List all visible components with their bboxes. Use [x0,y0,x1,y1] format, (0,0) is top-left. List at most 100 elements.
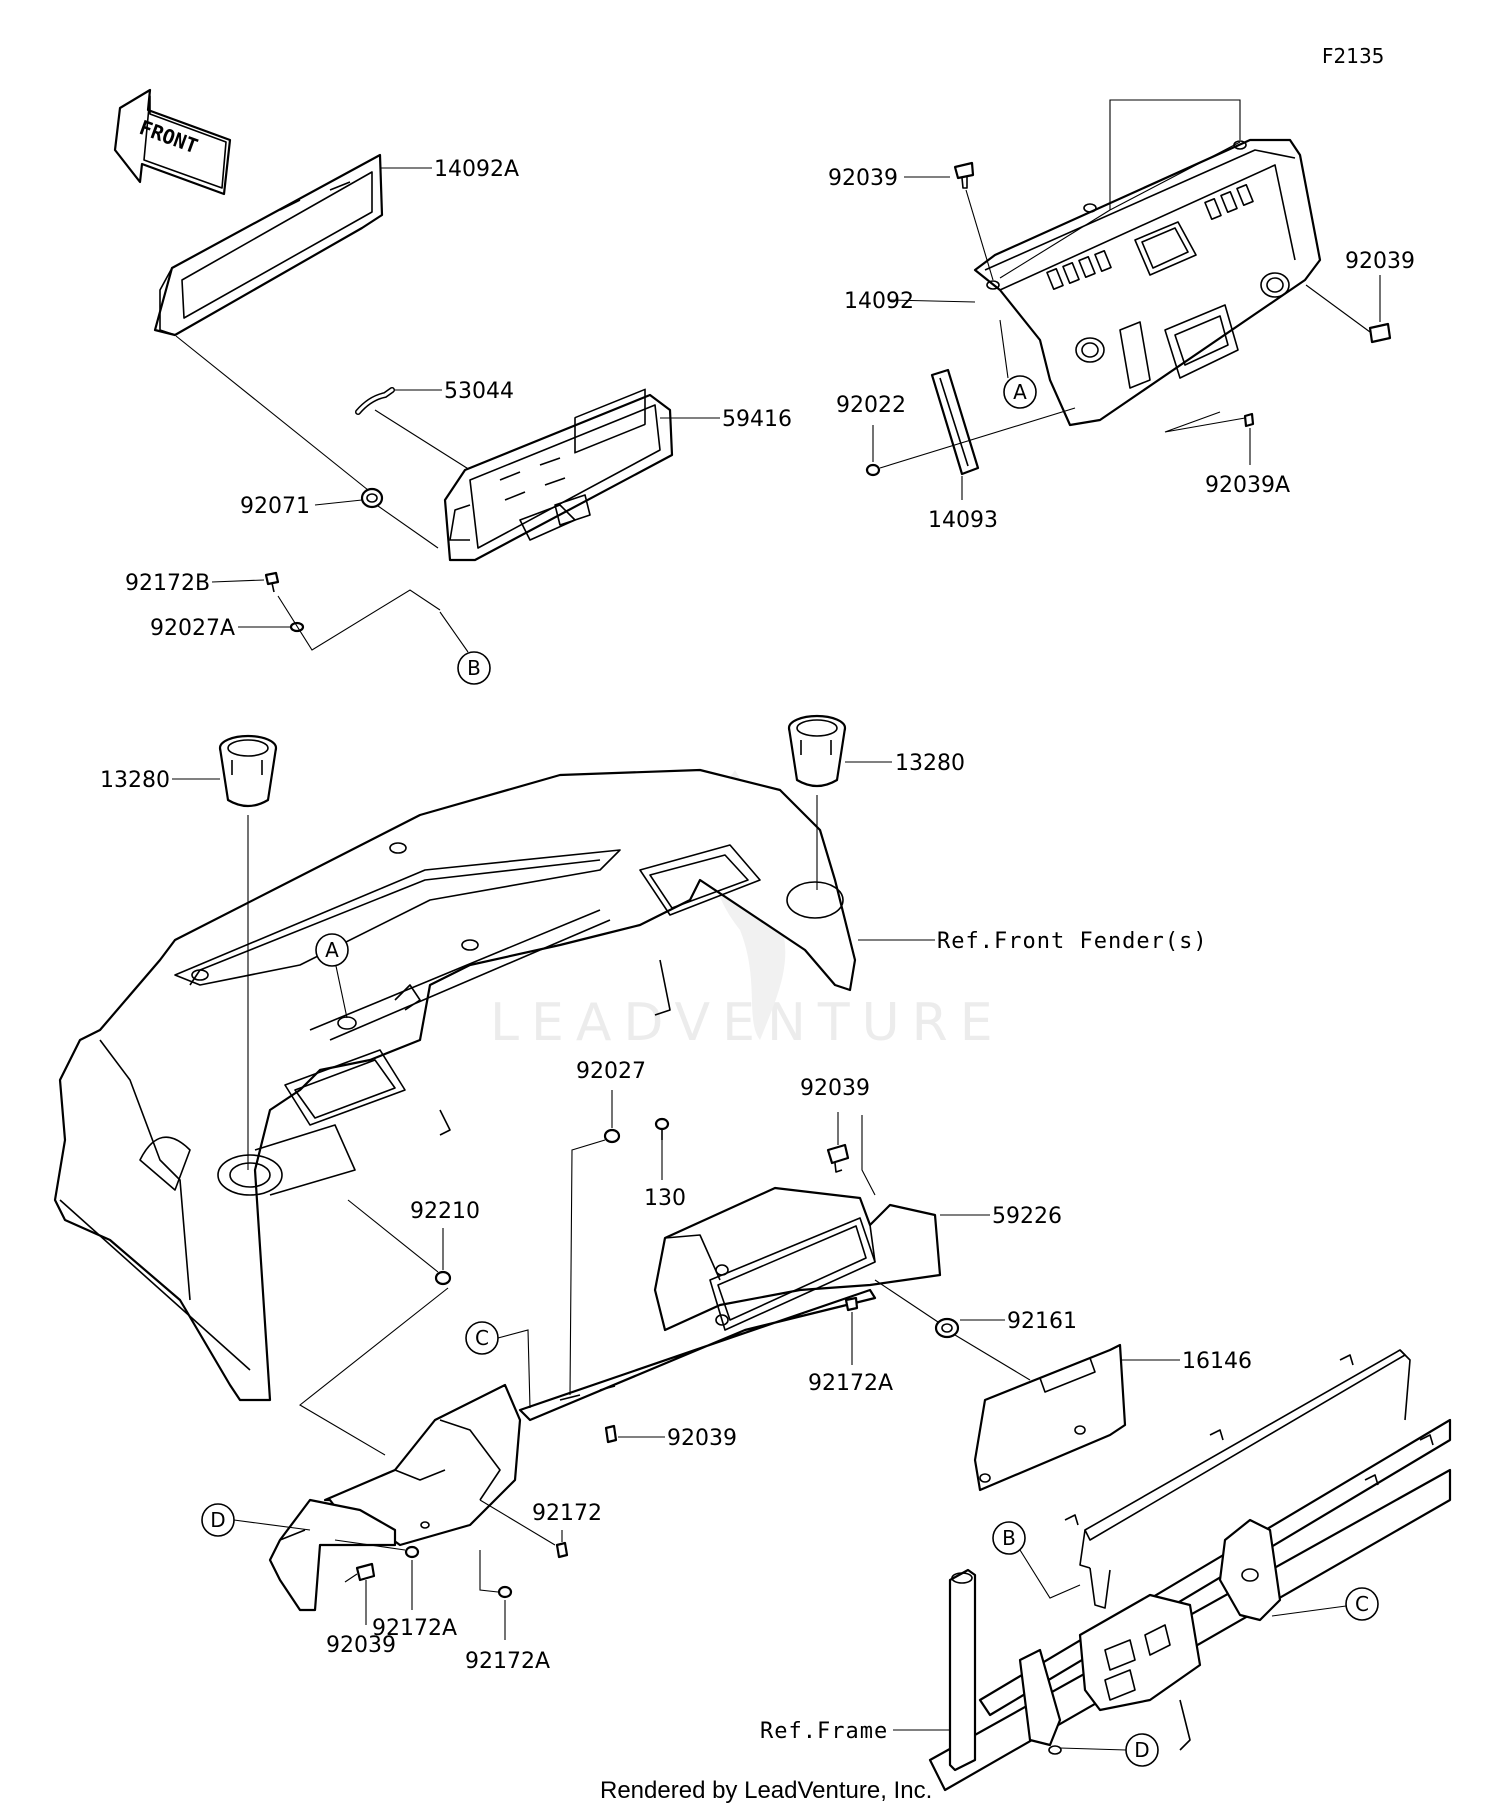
front-arrow-icon: FRONT [113,88,232,196]
label-14093: 14093 [928,508,998,533]
part-92039-clip-mid [826,1143,850,1173]
part-130-bolt [654,1117,670,1140]
part-92172A-screw-a [404,1545,420,1559]
leader-14092 [889,299,976,303]
part-59416-panel [443,388,674,562]
leader-92039-tr-b [1305,284,1371,333]
part-92172B-screw [264,571,280,593]
label-16146: 16146 [1182,1349,1252,1374]
label-92027A: 92027A [150,616,235,641]
label-92172B: 92172B [125,571,210,596]
callout-C-frame-text: C [1355,1592,1369,1616]
figure-id: F2135 [1322,44,1384,68]
part-92071-grommet [360,487,384,509]
label-59226: 59226 [992,1204,1062,1229]
part-92172A-screw-mid [844,1296,859,1312]
leader-A-main [335,965,348,1019]
leader-92172A-b2 [479,1550,499,1593]
leader-92039-tl-b [965,189,994,281]
part-92039A-screw [1243,412,1255,428]
part-dashboard-main [53,768,857,1402]
label-92039A: 92039A [1205,473,1290,498]
label-13280-r: 13280 [895,751,965,776]
label-92172A-a: 92172A [372,1616,457,1641]
footer-credit: Rendered by LeadVenture, Inc. [600,1777,932,1804]
leader-D-left [233,1519,311,1531]
leader-92071-b [377,505,439,549]
label-130: 130 [644,1186,686,1211]
part-frame [928,1349,1452,1792]
label-92071: 92071 [240,494,310,519]
leader-92210-b [347,1199,439,1273]
label-92039-b: 92039 [667,1426,737,1451]
part-92161-grommet [934,1317,960,1339]
label-92210: 92210 [410,1199,480,1224]
part-92039-clip-top [953,161,975,189]
part-92027-nut [603,1128,621,1144]
leader-92071 [314,499,363,506]
leader-C-main [497,1329,531,1409]
callout-D-left-text: D [210,1508,225,1532]
label-92039-bl: 92039 [326,1633,396,1658]
label-92172: 92172 [532,1501,602,1526]
label-59416: 59416 [722,407,792,432]
label-92039-tr: 92039 [1345,249,1415,274]
part-14092A-frame [153,153,384,337]
leader-92027-b [569,1139,606,1396]
callout-D-frame-text: D [1134,1738,1149,1762]
label-front-fender: Ref.Front Fender(s) [937,929,1208,954]
callout-B-frame-text: B [1002,1526,1016,1550]
leader-92161-a [874,1279,939,1323]
part-14093-trim [930,368,980,476]
part-center-bracket [518,1288,877,1422]
label-53044: 53044 [444,379,514,404]
label-ref-frame: Ref.Frame [760,1719,888,1744]
callout-A-top [1003,375,1037,409]
leader-92071-a [175,335,369,491]
callout-B-top [457,651,491,685]
callout-C-frame [1345,1587,1379,1621]
leader-C-frame [1271,1605,1347,1617]
label-92172A-b: 92172A [465,1649,550,1674]
callout-A-main [315,933,349,967]
callout-A-main-text: A [325,938,339,962]
leader-92022-a [879,407,1076,469]
label-92039-m: 92039 [800,1076,870,1101]
leader-mount-b [1109,141,1241,211]
callout-B-frame [992,1521,1026,1555]
label-92027: 92027 [576,1059,646,1084]
label-14092: 14092 [844,289,914,314]
watermark: LEADVENTURE [490,993,1005,1053]
label-14092A: 14092A [434,157,519,182]
leader-92172A-a2 [334,1539,406,1551]
label-92161: 92161 [1007,1309,1077,1334]
label-92172A-m: 92172A [808,1371,893,1396]
leader-B-frame [1019,1549,1081,1599]
part-92172A-screw-b [497,1585,513,1599]
part-92022-nut [865,463,881,477]
leader-B-group [277,589,441,651]
part-14092-dash-panel [973,138,1322,427]
part-lower-left-console [268,1383,522,1612]
leader-92039A-b [1164,411,1246,433]
part-92039-clip-bl [355,1562,376,1582]
leader-92172-b [479,1499,556,1546]
callout-C-main-text: C [475,1326,489,1350]
part-92210-nut [434,1270,452,1286]
part-13280-cup-right [787,714,847,788]
part-92039-clip-right [1368,322,1392,344]
callout-B-top-text: B [467,656,481,680]
leader-92039-bl2 [344,1573,358,1583]
part-92172-screw [555,1541,569,1559]
label-92022: 92022 [836,393,906,418]
part-53044-hose [355,387,395,415]
part-13280-cup-left [218,734,278,808]
label-92039-tl: 92039 [828,166,898,191]
leader-B-top [439,611,469,653]
part-92039-clip-bottom [604,1424,618,1444]
leader-D-frame [1059,1747,1127,1751]
leader-59226-b [861,1115,876,1196]
leader-A-top [999,319,1009,379]
